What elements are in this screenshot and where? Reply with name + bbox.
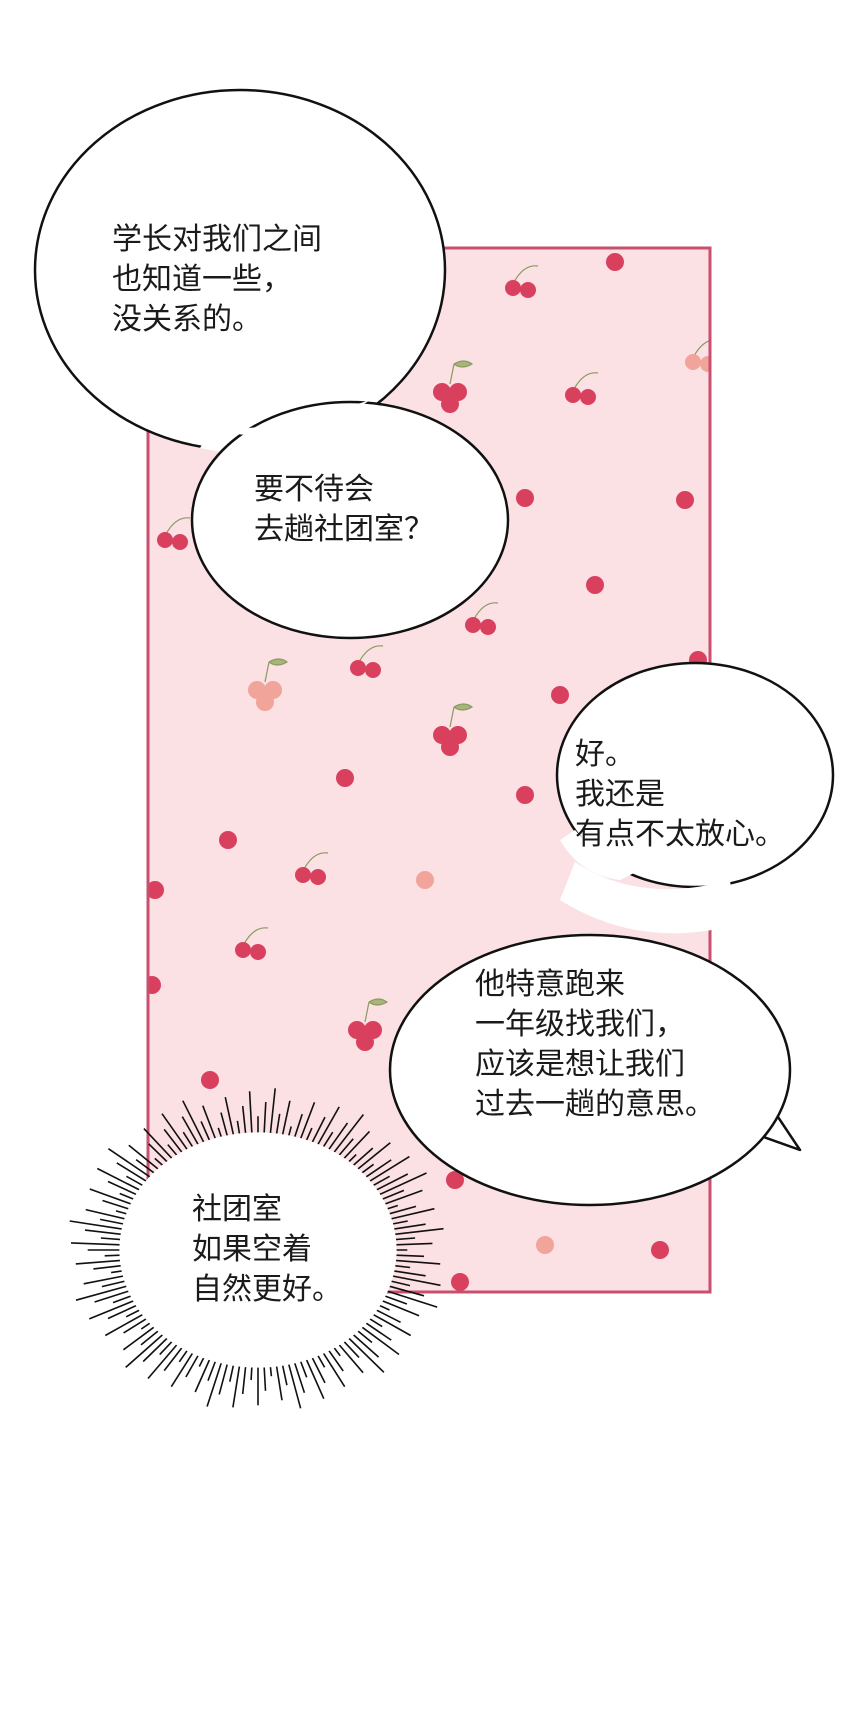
dialogue-line: 好。 <box>575 737 635 772</box>
cherry-icon <box>348 998 389 1051</box>
cherry-icon <box>148 976 161 994</box>
dialogue-line: 社团室 <box>192 1192 282 1227</box>
dialogue-line: 也知道一些， <box>112 262 292 297</box>
cherry-icon <box>433 360 474 413</box>
cherry-icon <box>219 831 237 849</box>
cherry-icon <box>465 602 499 635</box>
cherry-icon <box>336 769 354 787</box>
dialogue-line: 没关系的。 <box>112 302 262 337</box>
cherry-icon <box>651 1241 669 1259</box>
cherry-icon <box>148 881 164 899</box>
burst-center <box>119 1132 397 1368</box>
dialogue-line: 如果空着 <box>192 1232 312 1267</box>
cherry-icon <box>536 1236 554 1254</box>
cherry-icon <box>433 703 474 756</box>
dialogue-line: 有点不太放心。 <box>575 817 785 852</box>
dialogue-line: 我还是 <box>575 777 665 812</box>
dialogue-3: 好。 我还是 有点不太放心。 <box>575 735 785 855</box>
cherry-icon <box>586 576 604 594</box>
cherry-icon <box>295 852 329 885</box>
dialogue-line: 要不待会 <box>254 472 374 507</box>
dialogue-5: 社团室 如果空着 自然更好。 <box>192 1190 342 1310</box>
cherry-icon <box>516 489 534 507</box>
cherry-icon <box>157 517 191 550</box>
cherry-icon <box>416 871 434 889</box>
dialogue-line: 学长对我们之间 <box>112 222 322 257</box>
dialogue-4: 他特意跑来 一年级找我们， 应该是想让我们 过去一趟的意思。 <box>475 965 715 1125</box>
dialogue-1: 学长对我们之间 也知道一些， 没关系的。 <box>112 220 322 340</box>
cherry-icon <box>451 1273 469 1291</box>
speech-bubble-4 <box>388 862 802 1207</box>
cherry-icon <box>516 786 534 804</box>
dialogue-line: 去趟社团室？ <box>254 512 434 547</box>
burst-rays <box>69 1088 444 1409</box>
dialogue-line: 过去一趟的意思。 <box>475 1087 715 1122</box>
dialogue-line: 一年级找我们， <box>475 1007 685 1042</box>
cherry-icon <box>551 686 569 704</box>
cherry-icon <box>606 253 624 271</box>
cherry-icon <box>685 340 710 372</box>
cherry-icon <box>505 265 539 298</box>
cherry-icon <box>201 1071 219 1089</box>
dialogue-line: 应该是想让我们 <box>475 1047 685 1082</box>
cherry-icon <box>350 645 384 678</box>
dialogue-2: 要不待会 去趟社团室？ <box>254 470 434 550</box>
speech-bubble-2 <box>190 400 510 640</box>
cherry-icon <box>235 927 269 960</box>
cherry-icon <box>565 372 599 405</box>
cherry-icon <box>676 491 694 509</box>
burst-bubble <box>69 1088 444 1409</box>
speech-bubble-3 <box>555 661 835 889</box>
cherry-icon <box>446 1171 464 1189</box>
dialogue-line: 自然更好。 <box>192 1272 342 1307</box>
cherry-icon <box>248 658 289 711</box>
dialogue-line: 他特意跑来 <box>475 967 625 1002</box>
